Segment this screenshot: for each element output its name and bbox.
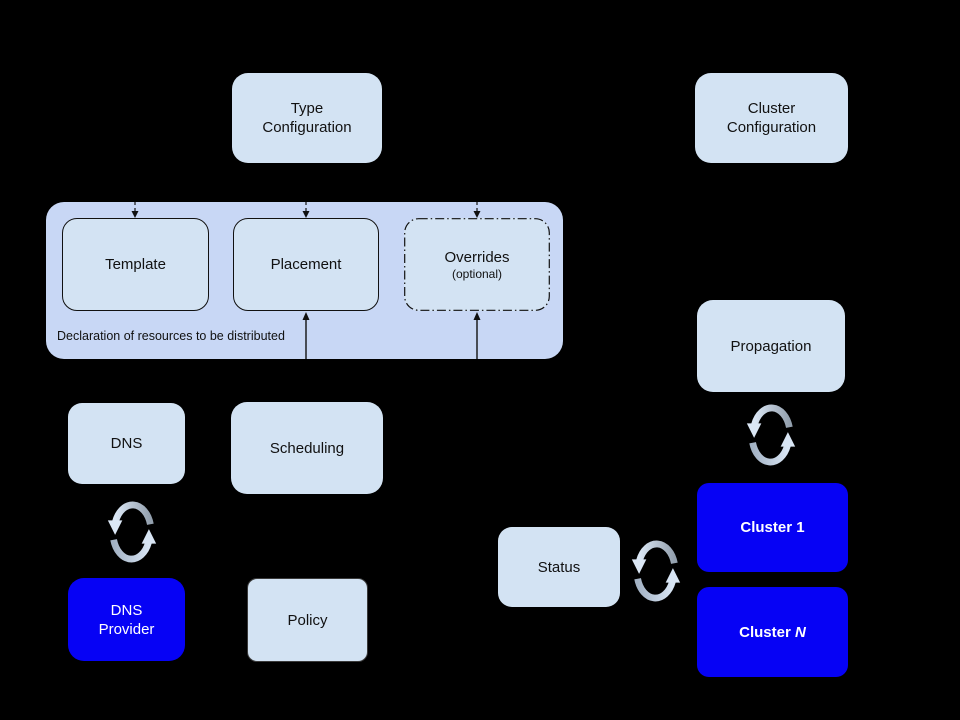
node-label: Cluster Configuration [726, 100, 817, 136]
sync-cycle-icon [627, 533, 685, 609]
node-label: Overrides [444, 248, 510, 266]
node-label: DNS Provider [98, 601, 155, 638]
node-scheduling: Scheduling [231, 402, 383, 494]
node-label: Scheduling [269, 439, 345, 457]
node-dns: DNS [68, 403, 185, 484]
node-overrides: Overrides (optional) [404, 218, 550, 311]
node-cluster-configuration: Cluster Configuration [695, 73, 848, 163]
node-label: Type Configuration [262, 100, 352, 136]
dash-dot-border [404, 218, 550, 311]
declaration-container: Template Placement Overrides (optional) … [46, 202, 563, 359]
node-placement: Placement [233, 218, 379, 311]
node-label: Propagation [730, 337, 812, 355]
node-label: Cluster 1 [740, 519, 805, 536]
node-type-configuration: Type Configuration [232, 73, 382, 163]
node-label: Status [537, 558, 581, 576]
node-label: Template [105, 256, 166, 273]
sync-cycle-icon [103, 494, 161, 570]
node-policy: Policy [247, 578, 368, 662]
node-label: Placement [270, 256, 342, 273]
node-label: DNS [110, 435, 143, 452]
node-dns-provider: DNS Provider [68, 578, 185, 661]
node-cluster-1: Cluster 1 [697, 483, 848, 572]
sync-cycle-icon [742, 397, 800, 473]
container-caption: Declaration of resources to be distribut… [57, 329, 285, 343]
node-label: Policy [287, 611, 328, 629]
node-sublabel: (optional) [451, 266, 503, 281]
node-status: Status [498, 527, 620, 607]
node-template: Template [62, 218, 209, 311]
node-propagation: Propagation [697, 300, 845, 392]
